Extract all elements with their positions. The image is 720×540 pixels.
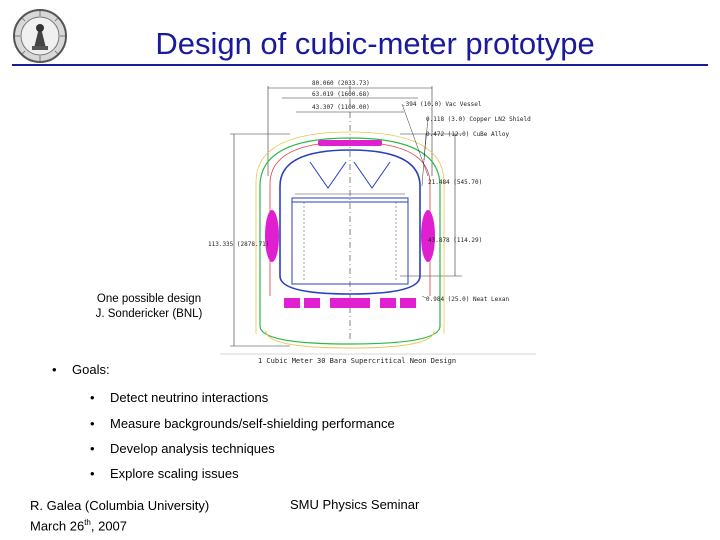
- dim-overall-width: 80.060 (2033.73): [312, 80, 370, 87]
- dim-overall-height: 113.335 (2878.71): [208, 241, 269, 248]
- bullet-icon: •: [52, 362, 57, 377]
- drawing-caption: 1 Cubic Meter 30 Bara Supercritical Neon…: [258, 357, 456, 365]
- bullet-icon: •: [90, 466, 95, 481]
- footer-author: R. Galea (Columbia University): [30, 498, 210, 513]
- bullet-icon: •: [90, 441, 95, 456]
- goal-item: •Develop analysis techniques: [90, 441, 275, 456]
- footer-date: March 26th, 2007: [30, 518, 128, 534]
- callout-vac-vessel: .394 (10.0) Vac Vessel: [402, 101, 482, 108]
- cryostat-drawing: 80.060 (2033.73) 63.019 (1600.68) 43.307…: [208, 80, 536, 365]
- footer-author-block: R. Galea (Columbia University) March 26t…: [30, 497, 209, 534]
- university-seal-icon: [13, 9, 67, 63]
- callout-copper-shield: 0.118 (3.0) Copper LN2 Shield: [426, 116, 531, 123]
- design-note-line2: J. Sondericker (BNL): [95, 308, 203, 320]
- dim-shield-width: 63.019 (1600.68): [312, 91, 370, 98]
- goal-item: •Measure backgrounds/self-shielding perf…: [90, 416, 395, 431]
- bullet-icon: •: [90, 390, 95, 405]
- goal-item: •Explore scaling issues: [90, 466, 239, 481]
- goal-item: •Detect neutrino interactions: [90, 390, 269, 405]
- dim-inner-width: 43.307 (1100.00): [312, 104, 370, 111]
- callout-neat-lexan: 0.984 (25.0) Neat Lexan: [426, 296, 509, 303]
- dim-top-height: 21.484 (545.70): [428, 179, 482, 186]
- slide-title: Design of cubic-meter prototype: [155, 26, 595, 61]
- goals-heading: •Goals:: [52, 362, 110, 377]
- design-note-line1: One possible design: [96, 293, 202, 305]
- title-rule: [12, 64, 708, 66]
- bullet-icon: •: [90, 416, 95, 431]
- dim-lower-height: 43.878 (114.29): [428, 237, 482, 244]
- footer-seminar: SMU Physics Seminar: [290, 497, 420, 512]
- callout-cube-alloy: 0.472 (12.0) CuBe Alloy: [426, 131, 509, 138]
- design-note: One possible design J. Sondericker (BNL): [84, 292, 214, 322]
